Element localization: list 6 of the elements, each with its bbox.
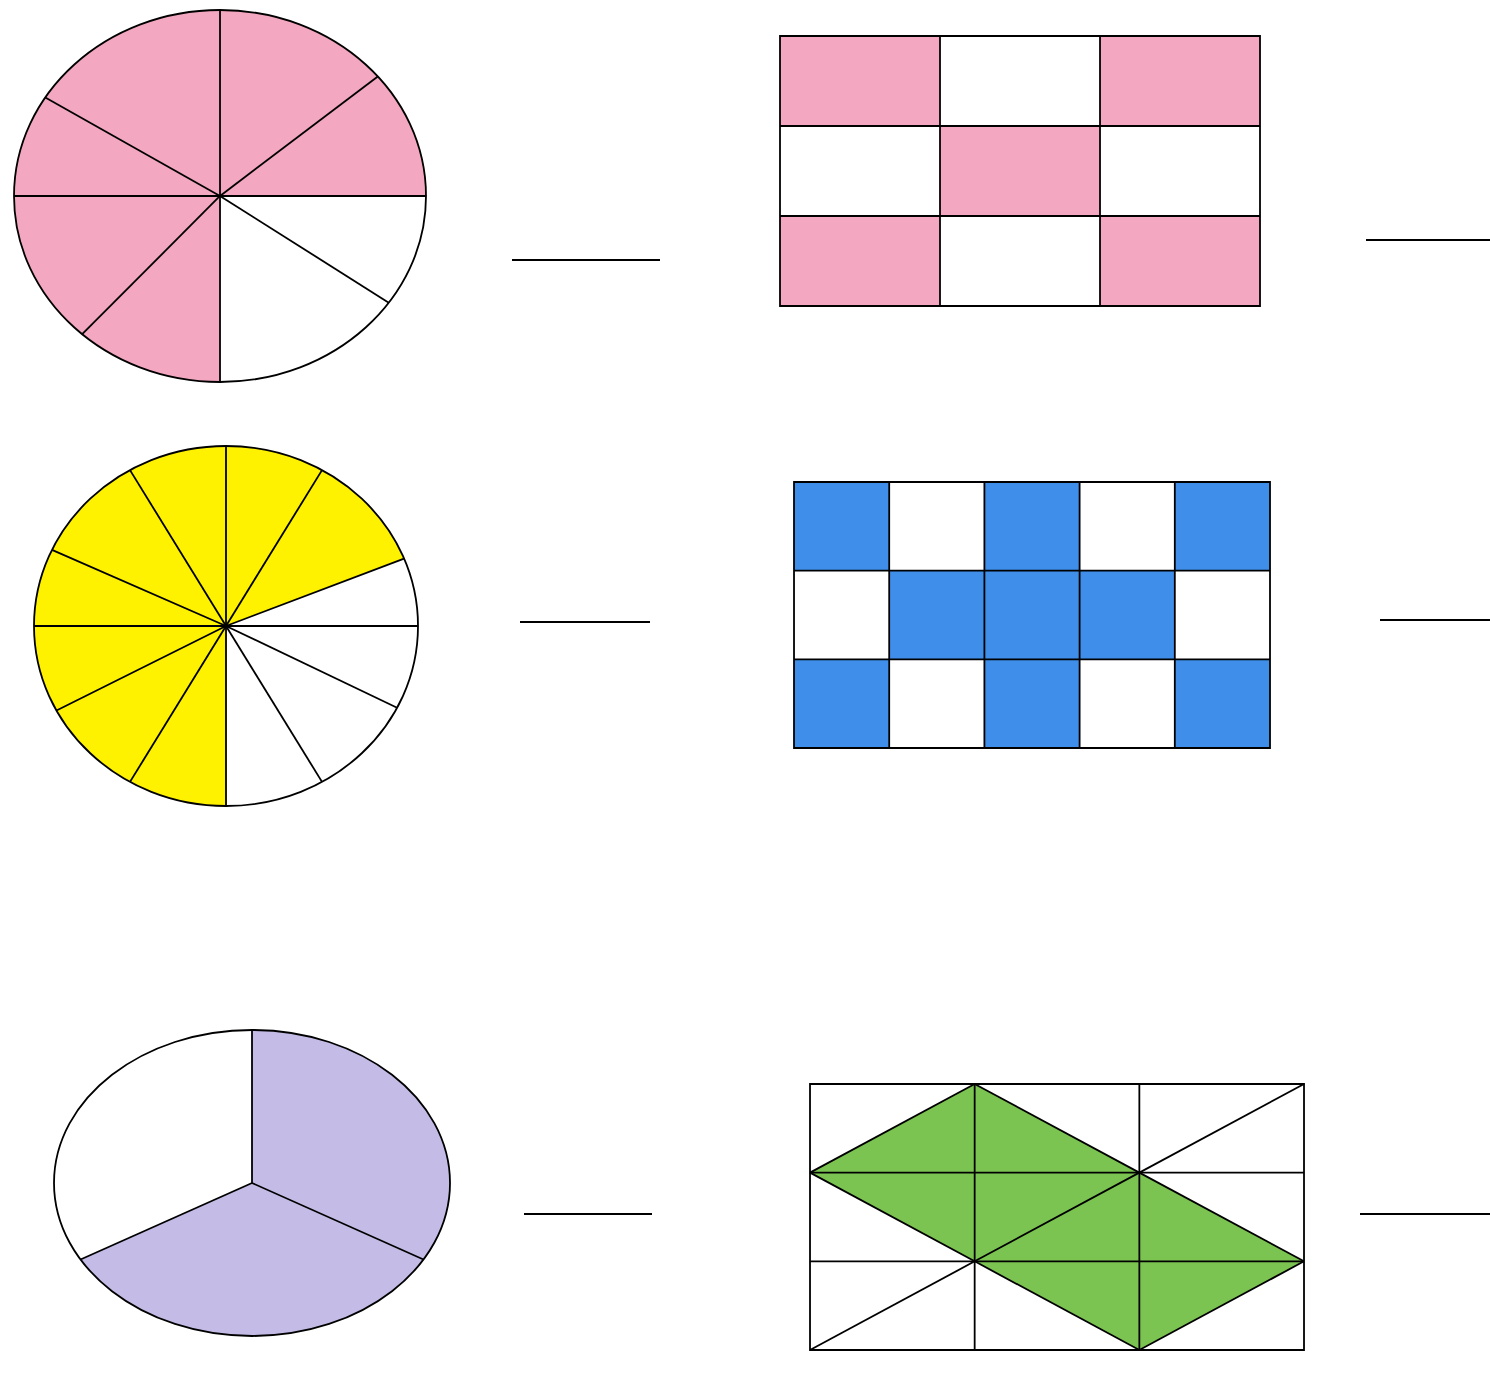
fraction-circle-drawing — [13, 9, 427, 383]
fraction-circle-drawing — [53, 1029, 451, 1337]
fraction-circle-drawing — [33, 445, 419, 807]
fraction-grid-drawing — [809, 1083, 1305, 1351]
fraction-grid-drawing — [793, 481, 1271, 749]
fraction-grid-drawing — [779, 35, 1261, 307]
